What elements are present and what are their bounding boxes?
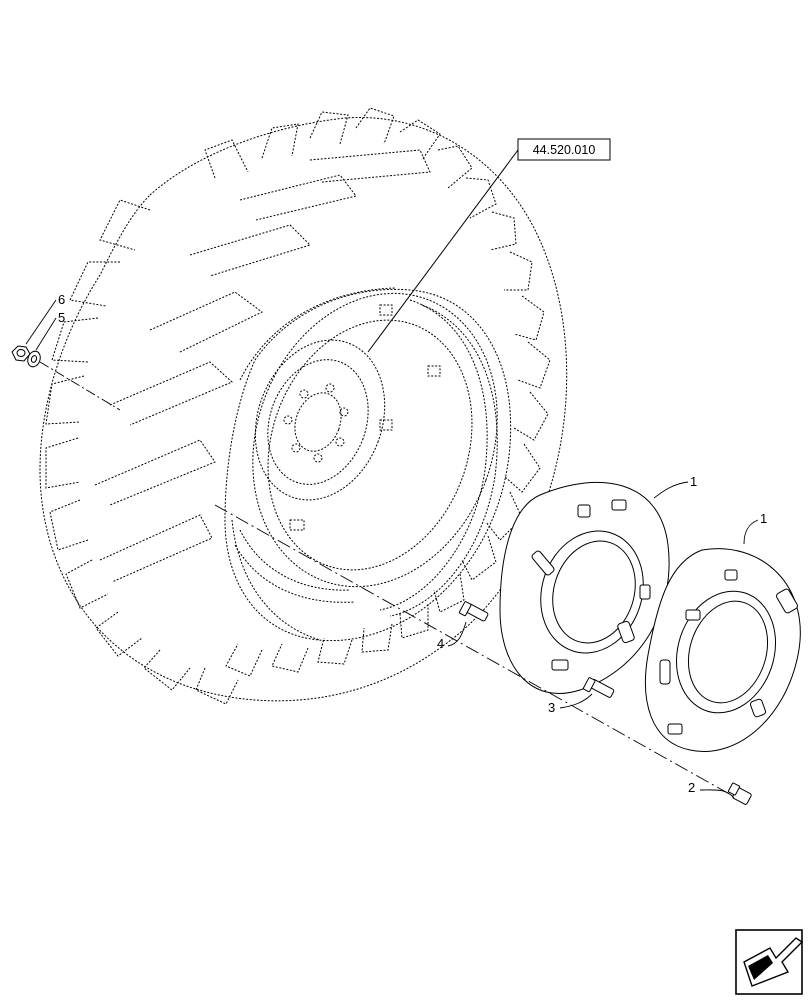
callout-6: 6 bbox=[25, 292, 65, 345]
callout-5: 5 bbox=[35, 310, 65, 351]
callout-6-label: 6 bbox=[58, 292, 65, 307]
callout-1a-label: 1 bbox=[690, 474, 697, 489]
nut-axis-line bbox=[39, 361, 121, 411]
callout-4-label: 4 bbox=[437, 636, 444, 651]
washer-5 bbox=[27, 350, 41, 368]
stud-4 bbox=[458, 601, 489, 622]
callout-1-rear: 1 bbox=[743, 511, 767, 545]
next-page-arrow-icon[interactable] bbox=[735, 929, 804, 995]
tire bbox=[39, 107, 568, 705]
wheel-rim bbox=[234, 292, 498, 617]
callout-2-label: 2 bbox=[688, 780, 695, 795]
bolt-2 bbox=[727, 782, 752, 805]
reference-number: 44.520.010 bbox=[533, 143, 596, 157]
callout-1b-label: 1 bbox=[760, 511, 767, 526]
reference-callout: 44.520.010 bbox=[367, 138, 611, 353]
callout-1-front: 1 bbox=[653, 474, 697, 499]
callout-3: 3 bbox=[548, 693, 593, 715]
callout-5-label: 5 bbox=[58, 310, 65, 325]
stud-3 bbox=[582, 677, 615, 698]
assembly-axis-line bbox=[214, 504, 741, 801]
wheel-weight-rear bbox=[645, 548, 801, 752]
wheel-weight-front bbox=[499, 482, 670, 694]
callout-3-label: 3 bbox=[548, 700, 555, 715]
callout-4: 4 bbox=[437, 621, 467, 651]
nut-6 bbox=[11, 345, 31, 362]
callout-2: 2 bbox=[688, 780, 735, 799]
